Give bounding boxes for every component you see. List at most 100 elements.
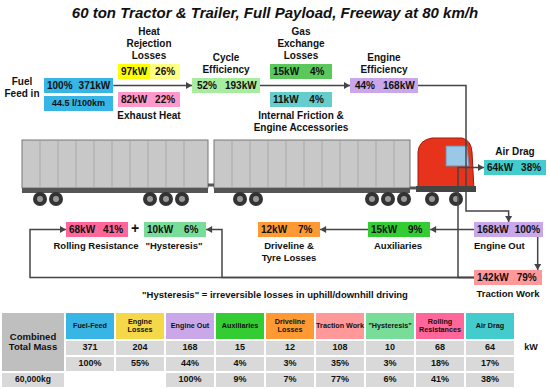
hub <box>37 196 43 202</box>
arrow-head <box>206 226 212 233</box>
chassis <box>22 188 208 193</box>
table-cell: 7% <box>266 373 314 387</box>
flow-arrow <box>458 164 484 278</box>
hub <box>237 196 243 202</box>
value-box: 15kW9%Auxiliaries <box>368 222 430 237</box>
table-header: "Hysteresis" <box>366 313 414 339</box>
value-box: 68kW41%Rolling Resistance <box>66 222 128 237</box>
table-header: Fuel-Feed <box>66 313 114 339</box>
value-box: 10kW6%"Hysteresis" <box>144 222 206 237</box>
value-box: 142kW79%Traction Work <box>474 270 542 285</box>
hub <box>369 196 375 202</box>
table-cell: 77% <box>316 373 364 387</box>
plus-sign: + <box>128 219 142 239</box>
value-cell: 371kW <box>76 78 114 93</box>
value-cell: 38% <box>516 160 546 175</box>
box-heading: Gas Exchange Losses <box>269 26 333 62</box>
wheel <box>175 192 189 206</box>
wheel <box>249 192 263 206</box>
value-box: 82kW22%Exhaust Heat <box>118 92 180 107</box>
wheel <box>49 192 63 206</box>
value-cell: 26% <box>150 64 180 79</box>
table-header: Auxiliaries <box>216 313 264 339</box>
flow-arrow <box>320 226 368 233</box>
table-cell: 38% <box>466 373 514 387</box>
hub <box>53 196 59 202</box>
table-cell: 55% <box>116 357 164 371</box>
value-box: Cycle Efficiency52%193kW <box>192 78 260 93</box>
flow-line <box>418 86 509 223</box>
box-heading: Internal Friction & Engine Accessories <box>246 110 356 134</box>
table-cell: 6% <box>366 373 414 387</box>
wheel <box>159 192 173 206</box>
table-cell: 3% <box>366 357 414 371</box>
flow-line <box>430 229 474 231</box>
value-cell: 15kW <box>368 222 400 237</box>
table-header: Air Drag <box>466 313 514 339</box>
table-header: Rolling Resistances <box>416 313 464 339</box>
table-cell: 68 <box>416 341 464 355</box>
arrow-head <box>320 226 326 233</box>
wheel-hubs <box>37 196 459 202</box>
footnote: "Hysteresis" = irreversible losses in up… <box>100 288 450 302</box>
hub <box>163 196 169 202</box>
value-cell: 168kW <box>474 222 512 237</box>
table-cell: 10 <box>366 341 414 355</box>
table-header: Driveline Losses <box>266 313 314 339</box>
wheel <box>143 192 157 206</box>
chassis <box>214 188 410 193</box>
table-cell: 44% <box>166 357 214 371</box>
wheel <box>33 192 47 206</box>
value-cell: 41% <box>98 222 128 237</box>
hub <box>429 196 435 202</box>
box-heading: Rolling Resistance <box>46 240 146 252</box>
value-cell: 193kW <box>222 78 260 93</box>
table-cell: 9% <box>216 373 264 387</box>
value-cell: 22% <box>150 92 180 107</box>
hub <box>147 196 153 202</box>
wheel <box>425 192 439 206</box>
value-cell: 4% <box>302 92 332 107</box>
box-heading: Heat Rejection Losses <box>117 26 181 62</box>
value-box: 44.5 l/100km <box>44 96 113 111</box>
value-cell: 10kW <box>144 222 176 237</box>
value-cell: 68kW <box>66 222 98 237</box>
flow-line <box>260 85 350 87</box>
table-cell: 204 <box>116 341 164 355</box>
value-cell: 44% <box>350 78 380 93</box>
wheel <box>449 192 463 206</box>
chart-title: 60 ton Tractor & Trailer, Full Payload, … <box>0 4 550 22</box>
box-heading: Fuel Feed in <box>2 76 42 100</box>
value-cell: 142kW <box>474 270 512 285</box>
value-cell: 12kW <box>258 222 290 237</box>
front-trailer <box>214 140 410 188</box>
table-cell: 18% <box>416 357 464 371</box>
value-cell: 44.5 l/100km <box>44 96 113 111</box>
table-cell: 17% <box>466 357 514 371</box>
table-header: Engine Losses <box>116 313 164 339</box>
table-cell: 4% <box>216 357 264 371</box>
value-box: Gas Exchange Losses15kW4% <box>270 64 332 79</box>
value-box: Heat Rejection Losses97kW26% <box>118 64 180 79</box>
table-cell: 168 <box>166 341 214 355</box>
table-cell: 64 <box>466 341 514 355</box>
box-heading: Auxiliaries <box>363 240 433 252</box>
table-cell: 100% <box>166 373 214 387</box>
table-header: Engine Out <box>166 313 214 339</box>
value-cell: 52% <box>192 78 222 93</box>
flow-arrow <box>206 226 474 278</box>
hub <box>179 196 185 202</box>
flow-line <box>113 85 192 87</box>
trailer-ribs <box>40 141 184 187</box>
value-cell: 11kW <box>270 92 302 107</box>
wheel <box>381 192 395 206</box>
table-cell: 100% <box>66 357 114 371</box>
value-box: 11kW4%Internal Friction & Engine Accesso… <box>270 92 332 107</box>
value-cell: 15kW <box>270 64 302 79</box>
value-box: Fuel Feed in100%371kW <box>44 78 113 93</box>
hub <box>385 196 391 202</box>
value-cell: 7% <box>290 222 320 237</box>
box-heading: Traction Work <box>468 288 548 300</box>
box-heading: "Hysteresis" <box>142 240 206 252</box>
rear-trailer <box>22 140 208 188</box>
